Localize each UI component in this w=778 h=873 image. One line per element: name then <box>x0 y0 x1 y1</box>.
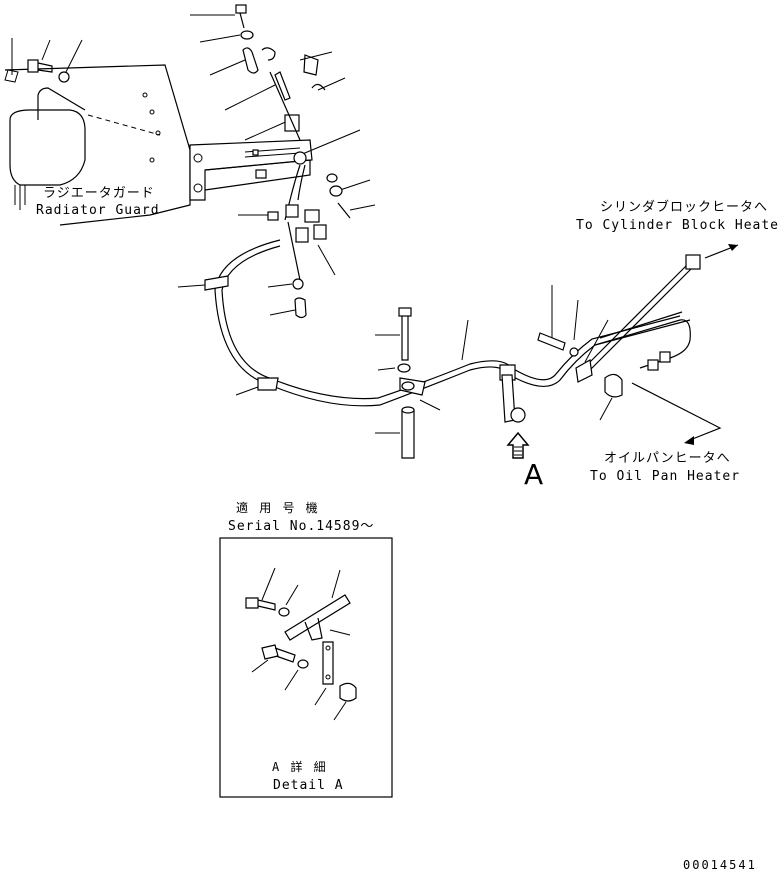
radiator-guard-label-jp: ラジエータガード <box>43 186 155 201</box>
detail-a-parts <box>245 567 357 721</box>
view-marker-a: A <box>524 458 543 491</box>
leader-lines-top-left <box>11 38 83 75</box>
mounting-bracket <box>189 139 313 201</box>
cylinder-block-label-en: To Cylinder Block Heater <box>576 218 778 233</box>
serial-label-en: Serial No.14589～ <box>228 519 374 534</box>
washer-top-left <box>58 71 70 83</box>
cylinder-block-label-jp: シリンダブロックヒータへ <box>600 199 768 215</box>
oil-pan-arrow-line <box>631 382 722 441</box>
right-hardware <box>537 254 701 421</box>
clip-top-left <box>4 69 19 83</box>
top-hardware <box>190 4 376 219</box>
center-hardware <box>375 307 469 459</box>
oil-pan-label-jp: オイルパンヒータへ <box>604 451 731 466</box>
cylinder-heater-arrow-head <box>728 244 738 251</box>
serial-label-jp: 適 用 号 機 <box>236 500 320 515</box>
oil-pan-arrow-head <box>684 436 694 445</box>
oil-pan-label-en: To Oil Pan Heater <box>590 469 740 484</box>
detail-a-label-en: Detail A <box>273 778 344 793</box>
bolt-top-left <box>27 59 53 73</box>
main-cable <box>214 239 696 407</box>
detail-a-label-jp: A 詳 細 <box>272 759 328 774</box>
detail-a-frame <box>219 537 393 798</box>
view-a-arrow <box>506 431 530 459</box>
drawing-number: 00014541 <box>683 858 757 872</box>
radiator-guard-label-en: Radiator Guard <box>36 203 160 218</box>
radiator-guard <box>4 64 191 226</box>
cable-clamps <box>177 275 609 423</box>
harness-connectors <box>238 164 336 319</box>
